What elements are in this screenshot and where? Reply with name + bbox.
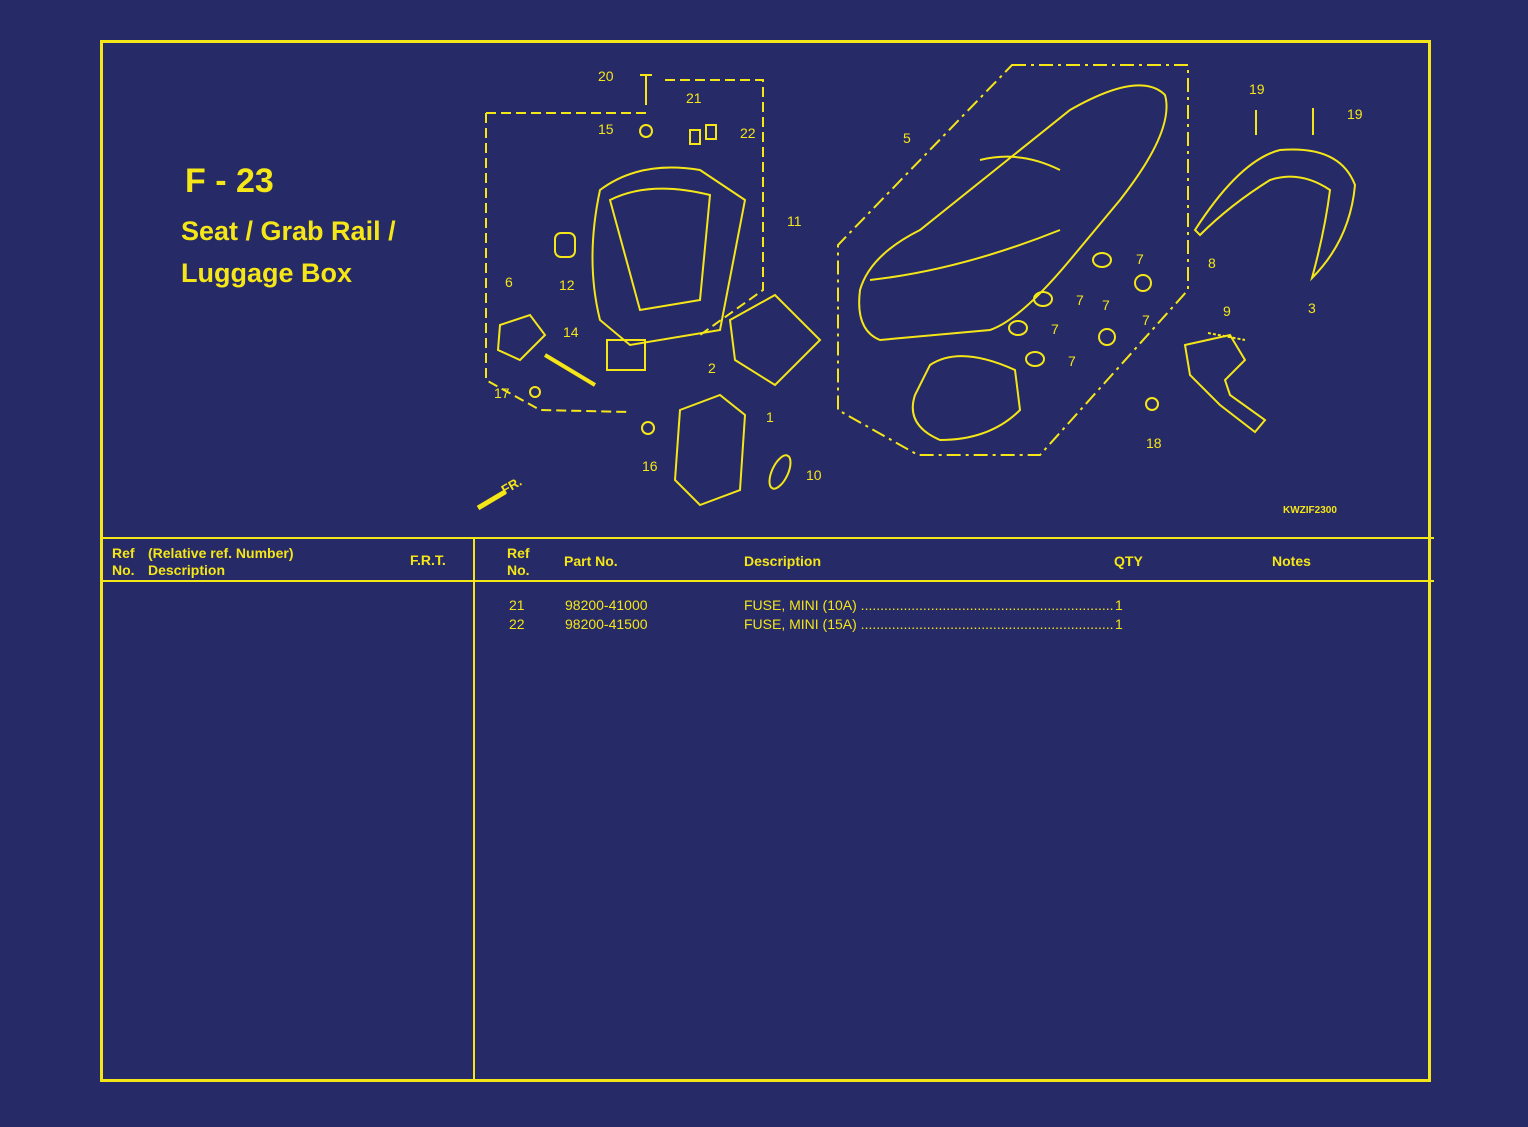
spring-9	[1207, 332, 1246, 341]
callout-label: 9	[1223, 303, 1231, 319]
callout-label: 17	[494, 385, 510, 401]
callout-label: 10	[806, 467, 822, 483]
right-ref-header: Ref No.	[507, 545, 530, 579]
callout-label: 22	[740, 125, 756, 141]
seat	[858, 84, 1168, 342]
divider-vertical	[473, 538, 475, 1082]
bolt-14	[543, 353, 597, 387]
luggage-box-inner	[608, 187, 712, 312]
qty-cell: 1	[1115, 616, 1123, 632]
description-text: FUSE, MINI (10A)	[744, 597, 857, 613]
group-outline	[485, 79, 764, 413]
description-cell: FUSE, MINI (10A) .......................…	[744, 597, 1114, 613]
callout-label: 7	[1142, 312, 1150, 328]
seat-contour	[869, 155, 1061, 281]
qty-header: QTY	[1114, 553, 1143, 569]
luggage-box	[591, 166, 747, 347]
description-header: Description	[744, 553, 822, 569]
rubber-12	[554, 232, 576, 258]
callout-label: 15	[598, 121, 614, 137]
relative-label: (Relative ref. Number)	[148, 545, 294, 561]
seat-group-outline	[837, 64, 1189, 456]
figure-code: F - 23	[185, 162, 274, 200]
notes-header: Notes	[1272, 553, 1311, 569]
electrical-box	[673, 393, 747, 507]
description-label: Description	[148, 562, 226, 578]
drawing-id: KWZIF2300	[1283, 505, 1337, 516]
latch-6	[496, 313, 547, 362]
callout-label: 7	[1068, 353, 1076, 369]
seat-lock-cable	[911, 355, 1022, 442]
callout-label: 2	[708, 360, 716, 376]
callout-label: 7	[1051, 321, 1059, 337]
title-line: Luggage Box	[181, 258, 353, 288]
bolt-16	[641, 421, 655, 435]
exploded-parts-diagram	[476, 64, 1357, 511]
ref-label: Ref	[507, 545, 530, 561]
callout-label: 19	[1249, 81, 1265, 97]
ref-cell: 22	[509, 616, 525, 632]
callout-label: 7	[1076, 292, 1084, 308]
bolts-19	[1255, 108, 1314, 135]
callout-label: 14	[563, 324, 579, 340]
no-label: No.	[507, 562, 530, 578]
part-no-header: Part No.	[564, 553, 618, 569]
qty-cell: 1	[1115, 597, 1123, 613]
callout-label: 7	[1102, 297, 1110, 313]
o-ring	[768, 454, 792, 490]
description-text: FUSE, MINI (15A)	[744, 616, 857, 632]
left-description-header: (Relative ref. Number) Description	[148, 545, 293, 579]
left-ref-header: Ref No.	[112, 545, 135, 579]
callout-label: 19	[1347, 106, 1363, 122]
callout-label: 5	[903, 130, 911, 146]
title-line: Seat / Grab Rail /	[181, 216, 396, 246]
figure-title: Seat / Grab Rail / Luggage Box	[181, 210, 396, 294]
callout-label: 1	[766, 409, 774, 425]
callout-label: 6	[505, 274, 513, 290]
divider-header	[100, 580, 1434, 582]
bracket	[606, 339, 646, 371]
bolt-18	[1145, 397, 1159, 411]
callout-label: 16	[642, 458, 658, 474]
frt-header: F.R.T.	[410, 552, 446, 568]
part-no-cell: 98200-41500	[565, 616, 648, 632]
ref-cell: 21	[509, 597, 525, 613]
fuse-21	[689, 129, 701, 145]
screw-15	[639, 124, 653, 138]
callout-label: 20	[598, 68, 614, 84]
callout-label: 7	[1136, 251, 1144, 267]
grab-rail	[1193, 148, 1357, 282]
callout-label: 3	[1308, 300, 1316, 316]
description-cell: FUSE, MINI (15A) .......................…	[744, 616, 1114, 632]
callout-label: 8	[1208, 255, 1216, 271]
battery	[728, 293, 822, 387]
callout-label: 11	[787, 213, 802, 229]
no-label: No.	[112, 562, 135, 578]
callout-label: 12	[559, 277, 575, 293]
callout-label: 21	[686, 90, 702, 106]
ref-label: Ref	[112, 545, 135, 561]
nut-17	[529, 386, 541, 398]
front-arrow-icon	[476, 489, 507, 511]
seat-cushions	[1008, 252, 1152, 367]
divider-top	[100, 537, 1434, 539]
part-no-cell: 98200-41000	[565, 597, 648, 613]
figure-frame	[100, 40, 1431, 1082]
bolt-20	[640, 74, 652, 105]
seat-latch	[1183, 333, 1267, 434]
callout-label: 18	[1146, 435, 1162, 451]
fuse-22	[705, 124, 717, 140]
